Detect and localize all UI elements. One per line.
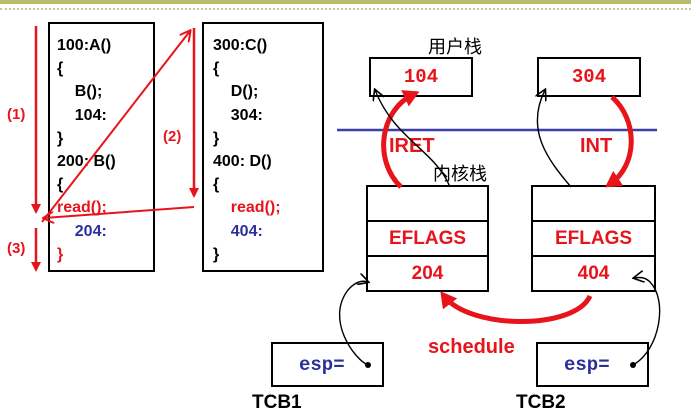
int-label: INT (580, 135, 613, 157)
code-c-line: } (213, 129, 220, 147)
code-a-line: } (57, 245, 64, 263)
kernel-stack-right-eflags: EFLAGS (531, 220, 656, 257)
user-stack-box-right: 304 (537, 57, 641, 97)
code-a-line: } (57, 129, 64, 147)
top-accent-bar (0, 0, 691, 4)
kernel-stack-left-eflags: EFLAGS (366, 220, 489, 257)
user-stack-value-304: 304 (571, 66, 607, 88)
code-a-line: 100:A() (57, 37, 112, 54)
step-1-label: (1) (7, 106, 26, 123)
code-a-line: 104: (57, 106, 107, 124)
code-c-line: 300:C() (213, 37, 268, 54)
step-3-label: (3) (7, 240, 26, 257)
code-c-line: } (213, 245, 220, 263)
code-box-c (202, 22, 324, 272)
kernel-to-user-link-right (537, 90, 572, 188)
tcb2-label: TCB2 (516, 392, 566, 413)
eflags-right: EFLAGS (554, 227, 633, 249)
step-2-label: (2) (163, 128, 182, 145)
code-a-line: B(); (57, 83, 103, 101)
tcb1-esp: esp= (299, 353, 345, 376)
code-c-line: read(); (213, 199, 281, 217)
code-a-line: 204: (57, 222, 107, 240)
code-a-line: { (57, 176, 64, 194)
int-arrow (605, 95, 634, 188)
schedule-arrow (440, 291, 593, 324)
user-stack-label: 用户栈 (428, 37, 482, 58)
ret-addr-404: 404 (577, 262, 610, 284)
code-a-line: 200: B() (57, 153, 116, 170)
top-dotted-rule (0, 8, 691, 10)
tcb1-box: esp= (271, 342, 384, 387)
user-stack-value-104: 104 (403, 66, 439, 88)
code-a-line: read(); (57, 199, 107, 217)
schedule-label: schedule (428, 336, 515, 358)
kernel-stack-right-top (531, 185, 656, 222)
code-c-line: { (213, 60, 220, 78)
code-c-line: D(); (213, 83, 259, 101)
kernel-stack-label: 内核栈 (433, 164, 487, 185)
code-c-line: 304: (213, 106, 263, 124)
tcb2-box: esp= (536, 342, 649, 387)
ret-addr-204: 204 (411, 262, 444, 284)
kernel-stack-right-ret: 404 (531, 255, 656, 292)
user-stack-box-left: 104 (369, 57, 473, 97)
kernel-stack-left-top (366, 185, 489, 222)
eflags-left: EFLAGS (388, 227, 467, 249)
code-a-line: { (57, 60, 64, 78)
tcb2-esp: esp= (564, 353, 610, 376)
code-c-line: { (213, 176, 220, 194)
tcb1-label: TCB1 (252, 392, 302, 413)
code-c-line: 404: (213, 222, 263, 240)
iret-label: IRET (389, 135, 435, 157)
code-c-line: 400: D() (213, 153, 272, 170)
kernel-stack-left-ret: 204 (366, 255, 489, 292)
